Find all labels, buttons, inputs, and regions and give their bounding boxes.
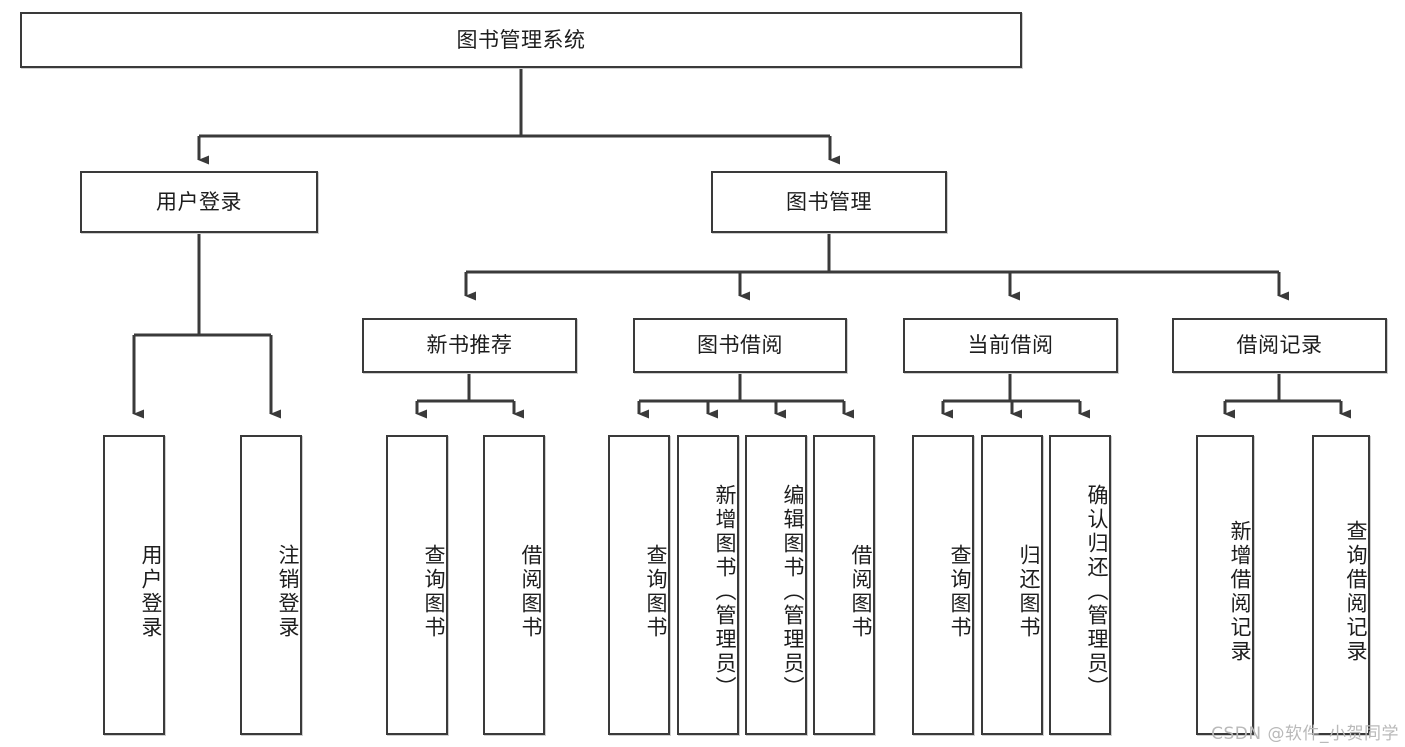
edge-borrowrecord-to-leaves: [1223, 373, 1351, 419]
node-leaf-add-book-label: 新增图书（管理员）: [713, 484, 737, 700]
node-leaf-return-book[interactable]: 归还图书: [981, 435, 1043, 735]
edge-bookborrow-to-leaves: [637, 373, 854, 419]
node-leaf-user-login[interactable]: 用户登录: [103, 435, 165, 735]
node-leaf-query-book-rec-label: 查询图书: [422, 544, 446, 640]
node-leaf-add-record[interactable]: 新增借阅记录: [1196, 435, 1254, 735]
node-leaf-borrow-book-rec[interactable]: 借阅图书: [483, 435, 545, 735]
node-leaf-query-book-label: 查询图书: [644, 544, 668, 640]
node-leaf-borrow-book-rec-label: 借阅图书: [519, 544, 543, 640]
node-root-label: 图书管理系统: [456, 27, 586, 52]
node-leaf-edit-book[interactable]: 编辑图书（管理员）: [745, 435, 807, 735]
node-current-borrow[interactable]: 当前借阅: [903, 318, 1118, 373]
node-borrow-record[interactable]: 借阅记录: [1172, 318, 1387, 373]
node-borrow-record-label: 借阅记录: [1236, 333, 1323, 358]
node-user-login-label: 用户登录: [156, 189, 242, 214]
node-leaf-borrow-book[interactable]: 借阅图书: [813, 435, 875, 735]
node-book-borrow-label: 图书借阅: [697, 333, 783, 358]
node-leaf-return-book-label: 归还图书: [1017, 544, 1041, 640]
node-new-book-recommend[interactable]: 新书推荐: [362, 318, 577, 373]
node-leaf-query-record[interactable]: 查询借阅记录: [1312, 435, 1370, 735]
edge-bookmanage-to-level3: [464, 233, 1289, 301]
node-new-book-recommend-label: 新书推荐: [426, 333, 513, 358]
node-leaf-add-record-label: 新增借阅记录: [1228, 520, 1252, 664]
node-leaf-confirm-return[interactable]: 确认归还（管理员）: [1049, 435, 1111, 735]
node-leaf-query-record-label: 查询借阅记录: [1344, 520, 1368, 664]
node-leaf-query-book-cur[interactable]: 查询图书: [912, 435, 974, 735]
node-leaf-query-book-rec[interactable]: 查询图书: [386, 435, 448, 735]
edge-userlogin-to-leaves: [132, 233, 281, 419]
node-book-manage[interactable]: 图书管理: [711, 171, 947, 233]
node-book-borrow[interactable]: 图书借阅: [633, 318, 847, 373]
node-leaf-query-book[interactable]: 查询图书: [608, 435, 670, 735]
node-root[interactable]: 图书管理系统: [20, 12, 1022, 68]
node-leaf-user-logout-label: 注销登录: [276, 544, 300, 640]
node-leaf-confirm-return-label: 确认归还（管理员）: [1085, 484, 1109, 700]
node-leaf-user-logout[interactable]: 注销登录: [240, 435, 302, 735]
edge-currentborrow-to-leaves: [941, 373, 1090, 419]
edge-newbook-to-leaves: [415, 373, 524, 419]
node-leaf-add-book[interactable]: 新增图书（管理员）: [677, 435, 739, 735]
node-leaf-edit-book-label: 编辑图书（管理员）: [781, 484, 805, 700]
node-leaf-query-book-cur-label: 查询图书: [948, 544, 972, 640]
edge-root-to-level2: [197, 68, 840, 165]
node-user-login[interactable]: 用户登录: [80, 171, 318, 233]
node-leaf-user-login-label: 用户登录: [139, 544, 163, 640]
node-leaf-borrow-book-label: 借阅图书: [849, 544, 873, 640]
node-book-manage-label: 图书管理: [786, 189, 872, 214]
node-current-borrow-label: 当前借阅: [967, 333, 1054, 358]
